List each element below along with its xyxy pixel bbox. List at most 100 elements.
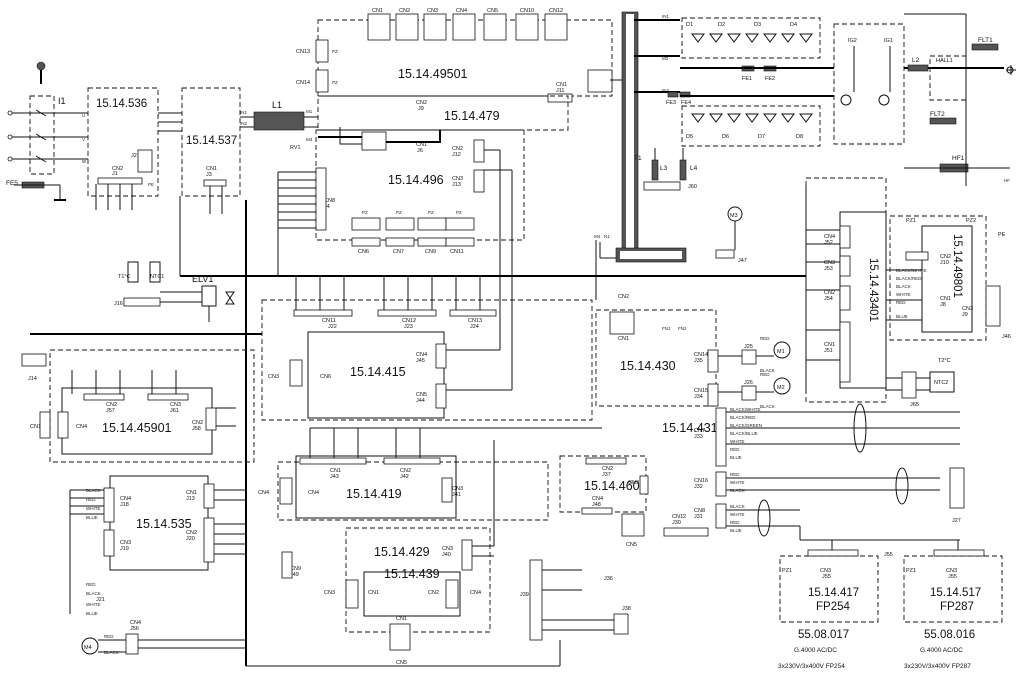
board-label-536: 15.14.536 [96,98,147,110]
svg-text:CN10: CN10 [520,8,534,14]
front-panel-fp287: 15.14.517 FP287 CN3 J55 PZ1 55.08.016 G.… [903,549,1003,670]
panel-supply-017: 3x230V/3x400V FP254 [778,663,845,670]
svg-text:M4: M4 [594,234,601,239]
svg-text:CN5: CN5 [396,660,407,666]
svg-text:CN4: CN4 [130,620,141,626]
panel-fp287: FP287 [940,601,974,613]
svg-text:CN4: CN4 [76,424,87,430]
svg-text:CN1: CN1 [30,424,41,430]
svg-text:BLACK/WHITE: BLACK/WHITE [730,407,761,412]
svg-text:J25: J25 [744,344,753,350]
svg-text:WHITE: WHITE [730,480,745,485]
svg-text:J27: J27 [952,518,961,524]
svg-text:BLUE: BLUE [896,314,908,319]
svg-text:CN2: CN2 [399,8,410,14]
svg-text:IG2: IG2 [848,38,857,44]
svg-text:CN3: CN3 [268,374,279,380]
board-label-479: 15.14.479 [444,109,500,123]
svg-text:L1: L1 [272,100,282,110]
board-label-496: 15.14.496 [388,173,444,187]
svg-text:J48: J48 [592,502,601,508]
svg-text:J52: J52 [824,240,833,246]
svg-text:M4: M4 [84,645,92,651]
svg-text:J11: J11 [556,88,564,94]
board-label-429: 15.14.429 [374,545,430,559]
mains-terminals [7,109,88,163]
svg-text:J30: J30 [672,520,681,526]
svg-text:HF1: HF1 [952,155,965,162]
svg-text:CN13: CN13 [296,49,310,55]
svg-text:CN1: CN1 [940,296,951,302]
wire-color-list-431: BLACK/WHITE BLACK/RED BLACK/GREEN BLACK/… [730,407,762,533]
fe5-label: FE5 [6,180,18,187]
svg-text:L4: L4 [690,165,698,172]
svg-text:J1: J1 [112,171,118,177]
svg-text:BLACK: BLACK [896,284,911,289]
main-bus [30,196,806,667]
svg-text:CN6: CN6 [320,374,331,380]
svg-text:FN2: FN2 [678,326,687,331]
svg-text:RED: RED [760,336,770,341]
board-label-460: 15.14.460 [584,479,640,493]
svg-text:CN11: CN11 [322,318,336,324]
svg-text:J45: J45 [416,358,425,364]
svg-text:BLUE: BLUE [730,455,742,460]
svg-text:J49: J49 [290,572,299,578]
board-label-49801: 15.14.49801 [951,234,963,298]
panel-code-55-08-017: 55.08.017 [798,629,849,641]
svg-text:RED: RED [896,300,906,305]
svg-text:J53: J53 [824,266,833,272]
svg-text:J61: J61 [170,408,179,414]
svg-text:D7: D7 [758,134,765,140]
svg-text:WHITE: WHITE [896,292,911,297]
svg-text:CN2: CN2 [192,420,203,426]
svg-text:RED: RED [730,447,740,452]
svg-text:FE1: FE1 [742,76,752,82]
svg-text:CN4: CN4 [470,590,481,596]
board-label-419: 15.14.419 [346,487,402,501]
svg-text:CN15: CN15 [694,388,708,394]
svg-text:CN2: CN2 [112,166,123,172]
svg-text:D3: D3 [754,22,761,28]
svg-text:CN2: CN2 [824,290,835,296]
fan-m1-icon [773,341,791,359]
svg-text:CN1: CN1 [372,8,383,14]
svg-text:T1°C: T1°C [118,274,131,280]
svg-text:J26: J26 [744,380,753,386]
svg-text:CN1: CN1 [206,166,217,172]
svg-text:J56: J56 [130,626,139,632]
board-label-49501: 15.14.49501 [398,67,468,81]
svg-text:FE3: FE3 [666,100,676,106]
svg-text:J9: J9 [418,106,424,112]
svg-text:J38: J38 [622,606,631,612]
svg-text:J2: J2 [131,153,137,159]
svg-text:PZ: PZ [456,210,462,215]
left-mid-section: T1°C NTC1 J16 ELV1 J14 15.14.45901 CN2 J… [21,261,255,463]
svg-text:RED: RED [760,372,770,377]
svg-text:CN9: CN9 [290,566,301,572]
svg-text:J34: J34 [694,394,703,400]
svg-text:J18: J18 [120,502,129,508]
svg-text:PZ: PZ [332,49,338,54]
board-label-431: 15.14.431 [662,421,718,435]
board-label-45901: 15.14.45901 [102,421,172,435]
board-15-14-537 [181,87,241,197]
svg-text:CN2: CN2 [428,590,439,596]
svg-text:CN1: CN1 [618,336,629,342]
svg-text:CN2: CN2 [186,530,197,536]
svg-text:J55: J55 [822,574,831,580]
svg-text:CN4: CN4 [456,8,467,14]
svg-text:CN2: CN2 [602,466,613,472]
svg-text:FLT1: FLT1 [978,37,993,44]
svg-text:PE: PE [148,182,154,187]
svg-text:CN1: CN1 [416,142,427,148]
svg-text:IN1: IN1 [240,110,248,115]
svg-text:CN8: CN8 [324,198,335,204]
board-label-43401: 15.14.43401 [867,258,879,322]
svg-text:RV1: RV1 [290,145,301,151]
svg-text:BLACK/RED: BLACK/RED [730,415,756,420]
svg-text:J19: J19 [120,546,129,552]
bottom-pz-row: PZ PZ PZ PZ CN6 CN7 CN9 CN11 [351,210,475,255]
svg-text:PZ: PZ [396,210,402,215]
svg-text:CN3: CN3 [820,568,831,574]
